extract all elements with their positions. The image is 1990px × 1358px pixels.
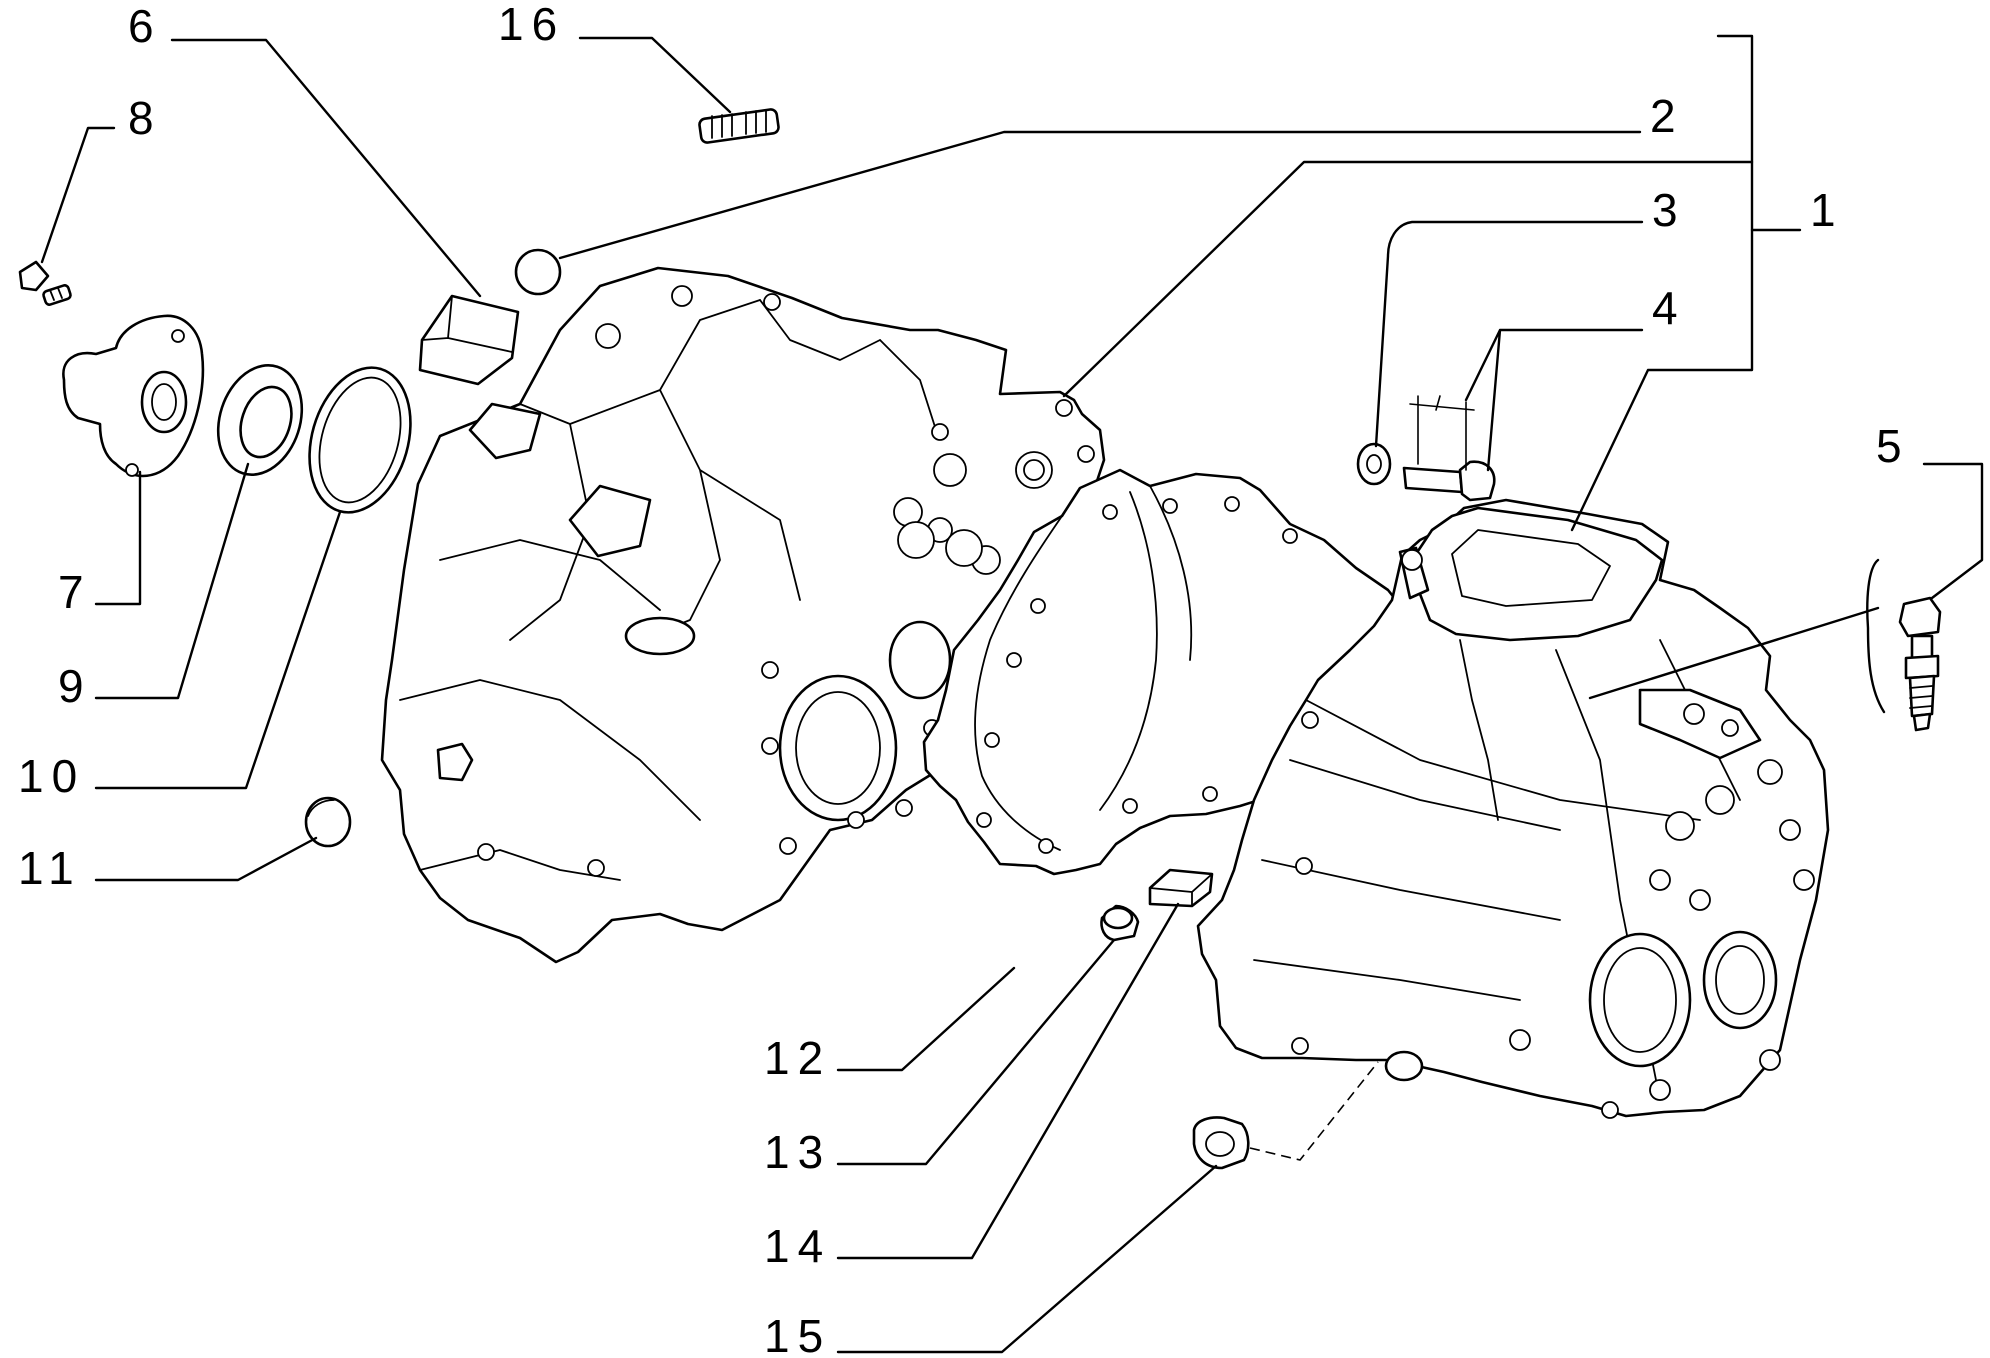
callout-5: 5 — [1876, 420, 1910, 472]
callout-10: 10 — [18, 750, 85, 802]
part-4-bolt — [1402, 395, 1496, 502]
leader-lines — [40, 34, 1984, 1354]
part-5-switch — [1898, 596, 1942, 732]
part-16-stud — [698, 108, 780, 144]
callout-12: 12 — [764, 1032, 831, 1084]
right-housing — [1196, 498, 1830, 1119]
part-8-bleed-screw — [18, 260, 72, 306]
part-2-plug — [514, 248, 562, 296]
part-10-o-ring — [308, 366, 412, 514]
callout-3: 3 — [1652, 184, 1686, 236]
part-11-plug — [304, 796, 352, 848]
callout-7: 7 — [58, 566, 92, 618]
callout-16: 16 — [498, 0, 565, 50]
callout-11: 11 — [18, 842, 82, 894]
callout-8: 8 — [128, 92, 162, 144]
callout-2: 2 — [1650, 90, 1684, 142]
callout-6: 6 — [128, 0, 162, 52]
callout-labels: 16 6 8 2 3 1 4 5 7 9 10 11 12 13 14 15 — [18, 0, 1910, 1358]
part-9-seal — [216, 364, 304, 476]
callout-15: 15 — [764, 1310, 831, 1358]
callout-9: 9 — [58, 660, 92, 712]
part-13-dowel — [1100, 904, 1140, 942]
part-15-plug — [1192, 1116, 1250, 1170]
part-14-pad — [1148, 868, 1214, 908]
part-7-cylinder-housing — [62, 314, 205, 478]
callout-13: 13 — [764, 1126, 831, 1178]
part-6-cover — [418, 294, 520, 386]
left-housing — [380, 266, 1106, 964]
part-3-washer — [1356, 442, 1392, 486]
callout-14: 14 — [764, 1220, 831, 1272]
callout-1: 1 — [1810, 184, 1844, 236]
callout-4: 4 — [1652, 282, 1686, 334]
